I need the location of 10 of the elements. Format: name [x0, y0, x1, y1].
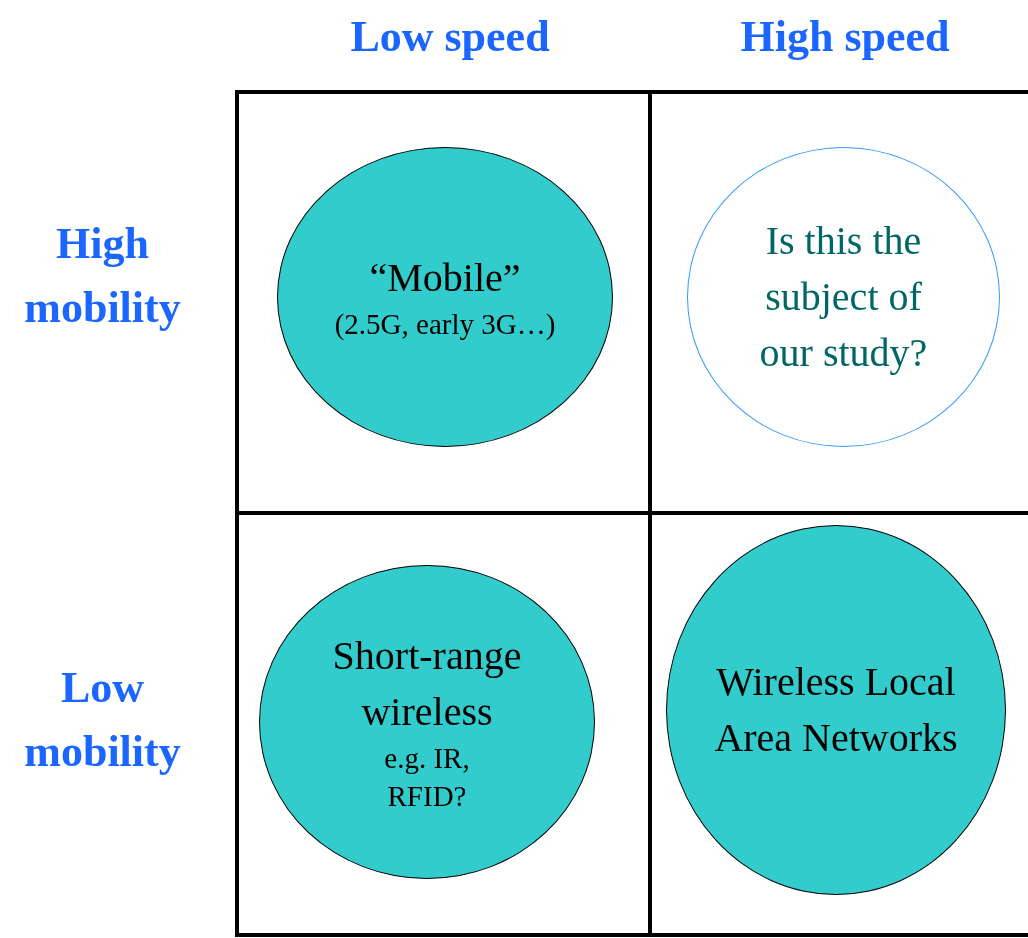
- row-header: High mobility: [23, 218, 182, 334]
- circle-note: e.g. IR, RFID?: [383, 741, 471, 814]
- circle-title: Short-range wireless: [331, 632, 523, 737]
- column-header: High speed: [739, 11, 951, 63]
- circle-title: Wireless Local Area Networks: [713, 658, 959, 762]
- circle-note: (2.5G, early 3G…): [334, 307, 556, 343]
- circle-title: “Mobile”: [369, 254, 521, 303]
- circle-title: Is this the subject of our study?: [758, 217, 929, 377]
- column-header: Low speed: [349, 11, 551, 63]
- row-header: Low mobility: [23, 662, 182, 778]
